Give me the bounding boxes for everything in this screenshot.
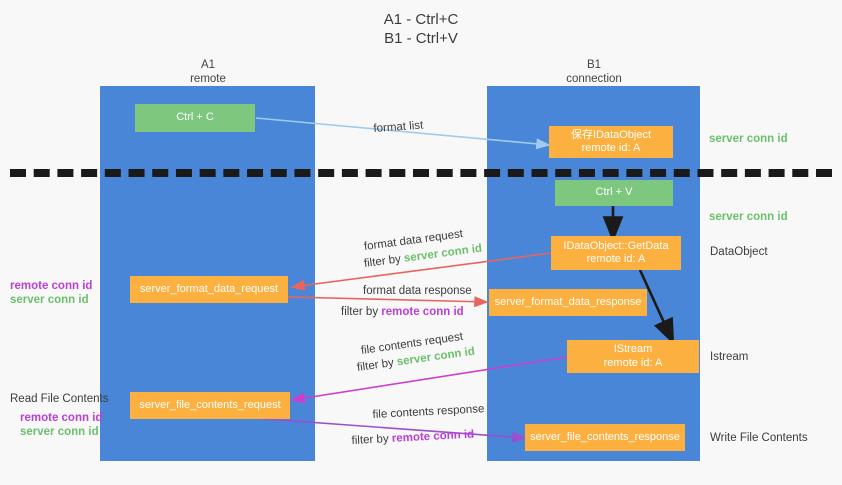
annotation-read-file-contents: Read File Contents [10, 393, 109, 405]
box-idataobject-getdata-line2: remote id: A [586, 253, 646, 265]
annotation-server-conn-id-top: server conn id [709, 133, 788, 145]
box-ctrl-v[interactable]: Ctrl + V [555, 180, 673, 206]
box-ctrl-c[interactable]: Ctrl + C [135, 104, 255, 132]
box-save-idataobject-line1: 保存IDataObject [570, 128, 652, 141]
page-title-line-1: A1 - Ctrl+C [383, 11, 459, 28]
box-istream-line1: IStream [613, 343, 653, 355]
box-istream-line2: remote id: A [603, 356, 663, 369]
box-server-file-contents-response[interactable]: server_file_contents_response [525, 424, 685, 451]
edge-label-format-data-response: format data response [363, 285, 472, 297]
annotation-istream: Istream [710, 351, 749, 363]
edge-label-format-data-request-filter-prefix: filter by [363, 252, 405, 271]
box-server-file-contents-request[interactable]: server_file_contents_request [130, 392, 290, 419]
lane-header-a1: A1 remote [128, 58, 288, 86]
edge-label-file-contents-response-filter: filter by remote conn id [351, 428, 474, 448]
box-server-file-contents-request-line1: server_file_contents_request [139, 398, 281, 411]
lane-header-b1-role: connection [566, 73, 622, 85]
page-title-line-2: B1 - Ctrl+V [384, 30, 458, 47]
annotation-file-remote-conn-id: remote conn id [20, 412, 103, 424]
lane-header-a1-name: A1 [200, 59, 216, 71]
box-server-file-contents-response-line1: server_file_contents_response [530, 430, 680, 443]
box-ctrl-v-line1: Ctrl + V [595, 186, 633, 199]
box-idataobject-getdata[interactable]: IDataObject::GetData remote id: A [551, 236, 681, 270]
box-idataobject-getdata-line1: IDataObject::GetData [563, 239, 669, 252]
edge-label-format-data-response-filter: filter by remote conn id [341, 305, 464, 319]
box-server-format-data-response-line1: server_format_data_response [494, 295, 642, 308]
lane-header-a1-role: remote [190, 73, 226, 85]
edge-label-file-contents-response: file contents response [372, 403, 485, 422]
edge-label-file-contents-response-filter-value: remote conn id [391, 428, 475, 445]
edge-label-file-contents-request-filter-prefix: filter by [356, 356, 398, 375]
annotation-file-server-conn-id: server conn id [20, 426, 99, 438]
edge-label-file-contents-response-filter-prefix: filter by [351, 432, 393, 448]
lane-header-b1-name: B1 [586, 59, 602, 71]
edge-label-format-list: format list [373, 119, 424, 136]
box-server-format-data-request[interactable]: server_format_data_request [130, 276, 288, 303]
box-server-format-data-request-line1: server_format_data_request [139, 282, 279, 295]
phase-divider [10, 169, 832, 177]
box-save-idataobject-line2: remote id: A [581, 142, 641, 154]
box-server-format-data-response[interactable]: server_format_data_response [489, 289, 647, 316]
annotation-format-remote-conn-id: remote conn id [10, 280, 93, 292]
edge-label-format-data-response-filter-value: remote conn id [381, 306, 464, 318]
box-ctrl-c-line1: Ctrl + C [176, 111, 214, 124]
box-save-idataobject[interactable]: 保存IDataObject remote id: A [549, 126, 673, 158]
annotation-data-object: DataObject [710, 246, 768, 258]
edge-label-format-data-response-filter-prefix: filter by [341, 306, 382, 318]
annotation-format-server-conn-id: server conn id [10, 294, 89, 306]
annotation-server-conn-id-mid: server conn id [709, 211, 788, 223]
lane-header-b1: B1 connection [514, 58, 674, 86]
box-istream[interactable]: IStream remote id: A [567, 340, 699, 373]
annotation-write-file-contents: Write File Contents [710, 432, 808, 444]
